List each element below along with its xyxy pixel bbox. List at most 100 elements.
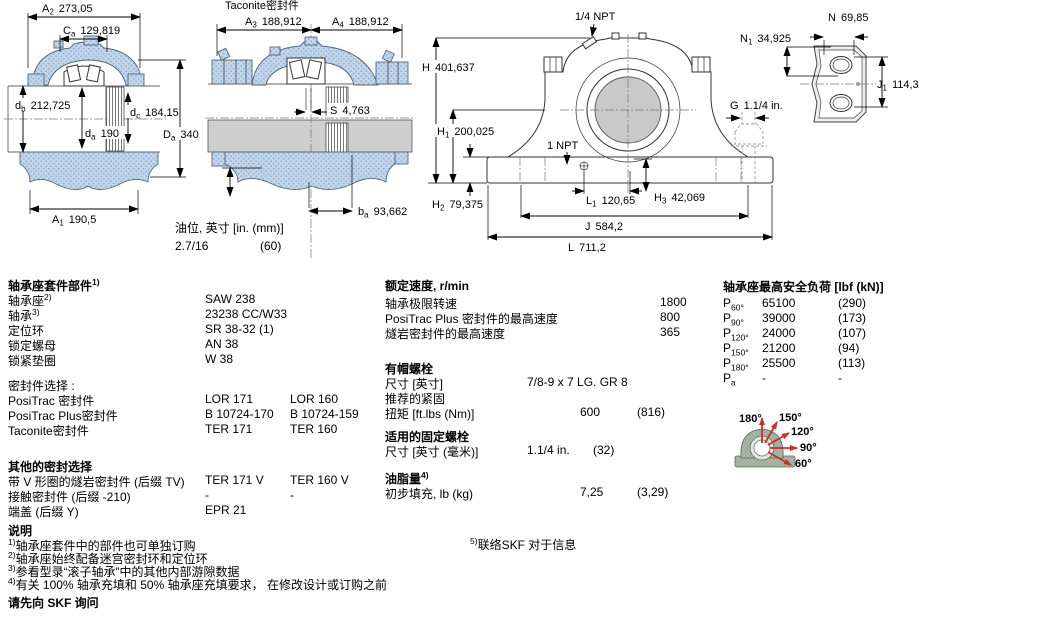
npt-plug [581, 35, 598, 50]
other-seal-label: 带 V 形圈的燧岩密封件 (后缀 TV) [8, 475, 185, 489]
load-value: 21200 [762, 341, 796, 355]
housing-cap [31, 41, 143, 86]
footnotes: 说明 1)轴承座套件中的部件也可单独订购 2)轴承座始终配备迷宫密封环和定位环 … [8, 522, 528, 610]
other-seal-value-1: - [205, 488, 209, 502]
grease-heading: 油脂量4) [385, 470, 429, 486]
load-value: 39000 [762, 311, 796, 325]
speed-value: 800 [660, 310, 681, 324]
taconite-view-drawing: Taconite密封件 [205, 0, 415, 258]
torque-value-metric: (816) [637, 405, 666, 419]
cap-bolts-heading: 有帽螺栓 [385, 362, 434, 376]
cap-bolt-size-value: 7/8-9 x 7 LG. GR 8 [527, 375, 628, 389]
parts-heading: 轴承座套件部件1) [8, 277, 100, 293]
part-value: AN 38 [205, 337, 239, 351]
oil-level-note: 油位, 英寸 [in. (mm)] 2.7/16 (60) [175, 219, 284, 253]
angle-label-180: 180° [739, 413, 762, 425]
footnote-2: 2)轴承座始终配备迷宫密封环和定位环 [8, 550, 208, 566]
fixing-bolt-size-value: 1.1/4 in. [527, 443, 570, 457]
oil-level-mm: (60) [260, 239, 282, 253]
loads-heading: 轴承座最高安全负荷 [lbf (kN)] [723, 280, 884, 294]
oil-level-inches: 2.7/16 [175, 239, 209, 253]
seal-label: PosiTrac Plus密封件 [8, 409, 118, 423]
load-sym: P60° [723, 296, 744, 313]
load-sym: P90° [723, 311, 744, 328]
load-value-metric: (173) [838, 311, 867, 325]
load-angle-diagram: 180° 150° 120° 90° 60° [734, 412, 817, 470]
taconite-seal-right [375, 49, 409, 85]
seal-value-1: B 10724-170 [205, 407, 274, 421]
grease-fill-value: 7,25 [580, 485, 604, 499]
housing-base [19, 151, 159, 190]
torque-value: 600 [580, 405, 601, 419]
speed-label: PosiTrac Plus 密封件的最高速度 [385, 312, 558, 326]
part-label: 锁定螺母 [8, 339, 57, 353]
speed-value: 365 [660, 325, 681, 339]
torque-label: 扭矩 [ft.lbs (Nm)] [385, 407, 475, 421]
load-sym: Pa [723, 371, 736, 388]
load-value-metric: (290) [838, 296, 867, 310]
load-value-metric: (113) [838, 356, 866, 370]
load-value: 24000 [762, 326, 796, 340]
part-value: SR 38-32 (1) [205, 322, 274, 336]
npt-quarter-label: 1/4 NPT [575, 11, 616, 23]
seal-right [127, 73, 145, 87]
angle-label-90: 90° [800, 442, 817, 454]
loads-table: 轴承座最高安全负荷 [lbf (kN)] P60° 65100 (290) P90°… [723, 278, 923, 388]
other-seal-value-1: TER 171 V [205, 473, 264, 487]
anchor-bolt [731, 112, 767, 182]
other-seal-label: 端盖 (后缀 Y) [8, 505, 79, 519]
seal-value-1: LOR 171 [205, 392, 254, 406]
load-value: 65100 [762, 296, 796, 310]
oil-level-label: 油位, 英寸 [in. (mm)] [175, 221, 284, 235]
taconite-title: Taconite密封件 [225, 0, 299, 12]
cap-bolt-right [691, 56, 711, 73]
load-sym: P150° [723, 341, 749, 358]
grease-fill-label: 初步填充, lb (kg) [385, 487, 474, 501]
angle-label-150: 150° [779, 412, 802, 424]
fixing-bolt-size-metric: (32) [593, 443, 615, 457]
load-value-metric: - [838, 371, 842, 385]
seal-value-2: B 10724-159 [290, 407, 359, 421]
part-label: 锁紧垫圈 [8, 354, 57, 368]
part-value: SAW 238 [205, 292, 256, 306]
load-value-metric: (107) [838, 326, 867, 340]
parts-table: 轴承座套件部件1) 轴承座2)SAW 238 轴承3)23238 CC/W33 … [8, 277, 380, 519]
seal-label: PosiTrac 密封件 [8, 394, 95, 408]
footnote-3: 3)参看型录“滚子轴承”中的其他内部游隙数据 [8, 563, 240, 579]
load-sym: P180° [723, 356, 749, 373]
part-value: 23238 CC/W33 [205, 307, 288, 321]
speed-label: 轴承极限转速 [385, 297, 458, 311]
footnote-contact: 请先向 SKF 询问 [8, 596, 99, 610]
load-value-metric: (94) [838, 341, 860, 355]
sleeve-lower [325, 122, 349, 153]
cap-bolt-size-label: 尺寸 [英寸] [385, 377, 444, 391]
part-label: 轴承3) [8, 307, 40, 323]
speeds-heading: 额定速度, r/min [385, 279, 470, 293]
angle-label-120: 120° [791, 426, 814, 438]
load-angle-arrows [759, 417, 798, 466]
adapter-sleeve [105, 86, 125, 152]
part-label: 定位环 [8, 324, 45, 338]
speed-label: 燧岩密封件的最高速度 [385, 327, 506, 341]
grease-fill-metric: (3,29) [637, 485, 669, 499]
cap-bolt-left [543, 56, 563, 73]
